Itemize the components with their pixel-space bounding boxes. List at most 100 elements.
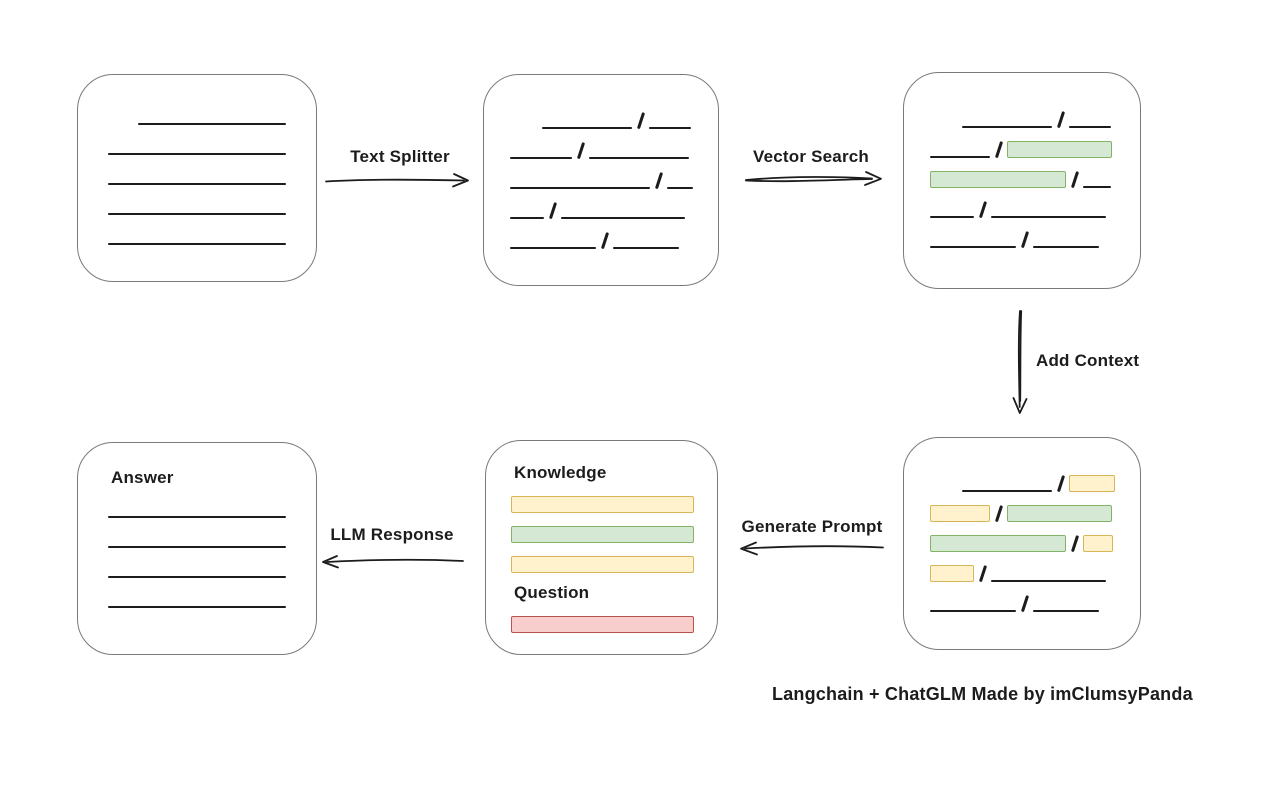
slash-separator xyxy=(1056,111,1065,129)
llm-response-arrow-icon xyxy=(322,555,464,569)
text-line xyxy=(1032,246,1099,248)
caption-text: Langchain + ChatGLM Made by imClumsyPand… xyxy=(772,684,1193,704)
vector-results-box xyxy=(903,72,1141,289)
green-highlight-bar xyxy=(930,171,1066,188)
content-row xyxy=(930,98,1114,129)
content-row xyxy=(108,578,286,608)
text-line xyxy=(962,126,1052,128)
text-line xyxy=(1068,126,1111,128)
content-row xyxy=(108,518,286,548)
add-context-arrow-icon xyxy=(1012,310,1028,414)
answer-box: Answer xyxy=(77,442,317,655)
text-line xyxy=(612,247,679,249)
text-line xyxy=(108,576,286,578)
content-row xyxy=(930,218,1114,249)
document-box xyxy=(77,74,317,282)
content-row xyxy=(930,552,1114,583)
llm-response-label: LLM Response xyxy=(330,525,454,544)
yellow-highlight-bar xyxy=(1068,475,1115,492)
answer-content: Answer xyxy=(78,443,316,608)
text-line xyxy=(666,187,693,189)
content-row xyxy=(108,155,286,185)
text-line xyxy=(930,156,990,158)
slash-separator xyxy=(994,505,1003,523)
chunks-box xyxy=(483,74,719,286)
text-line xyxy=(108,153,286,155)
yellow-highlight-bar xyxy=(511,496,694,513)
vector-search-arrow-icon xyxy=(745,171,882,186)
text-line xyxy=(1082,186,1111,188)
context-box xyxy=(903,437,1141,650)
text-line xyxy=(510,187,650,189)
chunk-lines xyxy=(484,75,718,250)
text-line xyxy=(1032,610,1099,612)
slash-separator xyxy=(600,232,609,250)
slash-separator xyxy=(654,172,663,190)
content-row xyxy=(930,492,1114,523)
generate-prompt-label: Generate Prompt xyxy=(741,517,883,536)
document-lines xyxy=(78,75,316,245)
slash-separator xyxy=(636,112,645,130)
text-line xyxy=(108,606,286,608)
slash-separator xyxy=(1070,535,1079,553)
green-highlight-bar xyxy=(511,526,694,543)
content-row xyxy=(108,215,286,245)
content-row xyxy=(511,543,694,573)
text-line xyxy=(108,243,286,245)
content-row xyxy=(510,219,692,250)
generate-prompt-arrow-icon xyxy=(740,541,884,556)
content-row xyxy=(930,158,1114,189)
slash-separator xyxy=(978,565,987,583)
content-row xyxy=(108,125,286,155)
text-line xyxy=(108,546,286,548)
text-line xyxy=(138,123,286,125)
text-line xyxy=(542,127,632,129)
content-row xyxy=(108,185,286,215)
text-splitter-arrow-icon xyxy=(325,173,469,188)
content-row xyxy=(930,128,1114,159)
yellow-highlight-bar xyxy=(930,565,974,582)
content-row xyxy=(108,95,286,125)
text-line xyxy=(108,213,286,215)
text-line xyxy=(108,183,286,185)
add-context-label: Add Context xyxy=(1036,351,1140,370)
text-line xyxy=(930,610,1016,612)
text-line xyxy=(990,580,1106,582)
slash-separator xyxy=(1070,171,1079,189)
content-row xyxy=(511,513,694,543)
content-row xyxy=(930,522,1114,553)
content-row xyxy=(108,488,286,518)
text-line xyxy=(510,217,544,219)
text-splitter-label: Text Splitter xyxy=(350,147,450,166)
box-label: Question xyxy=(514,583,590,602)
text-line xyxy=(962,490,1052,492)
green-highlight-bar xyxy=(930,535,1066,552)
slash-separator xyxy=(1056,475,1065,493)
slash-separator xyxy=(576,142,585,160)
text-line xyxy=(510,157,572,159)
text-line xyxy=(510,247,596,249)
slash-separator xyxy=(1020,231,1029,249)
box-label: Answer xyxy=(111,468,174,487)
content-row xyxy=(930,188,1114,219)
content-row xyxy=(511,483,694,513)
yellow-highlight-bar xyxy=(930,505,990,522)
content-row xyxy=(510,129,692,160)
text-line xyxy=(930,216,974,218)
text-line xyxy=(990,216,1106,218)
content-row xyxy=(930,462,1115,493)
box-label: Knowledge xyxy=(514,463,607,482)
text-line xyxy=(560,217,685,219)
text-line xyxy=(588,157,689,159)
slash-separator xyxy=(994,141,1003,159)
content-row xyxy=(930,582,1114,613)
text-line xyxy=(648,127,691,129)
yellow-highlight-bar xyxy=(1082,535,1113,552)
vector-search-label: Vector Search xyxy=(753,147,869,166)
vector-result-lines xyxy=(904,73,1140,249)
content-row xyxy=(511,603,694,633)
content-row xyxy=(510,159,693,190)
content-row xyxy=(108,548,286,578)
